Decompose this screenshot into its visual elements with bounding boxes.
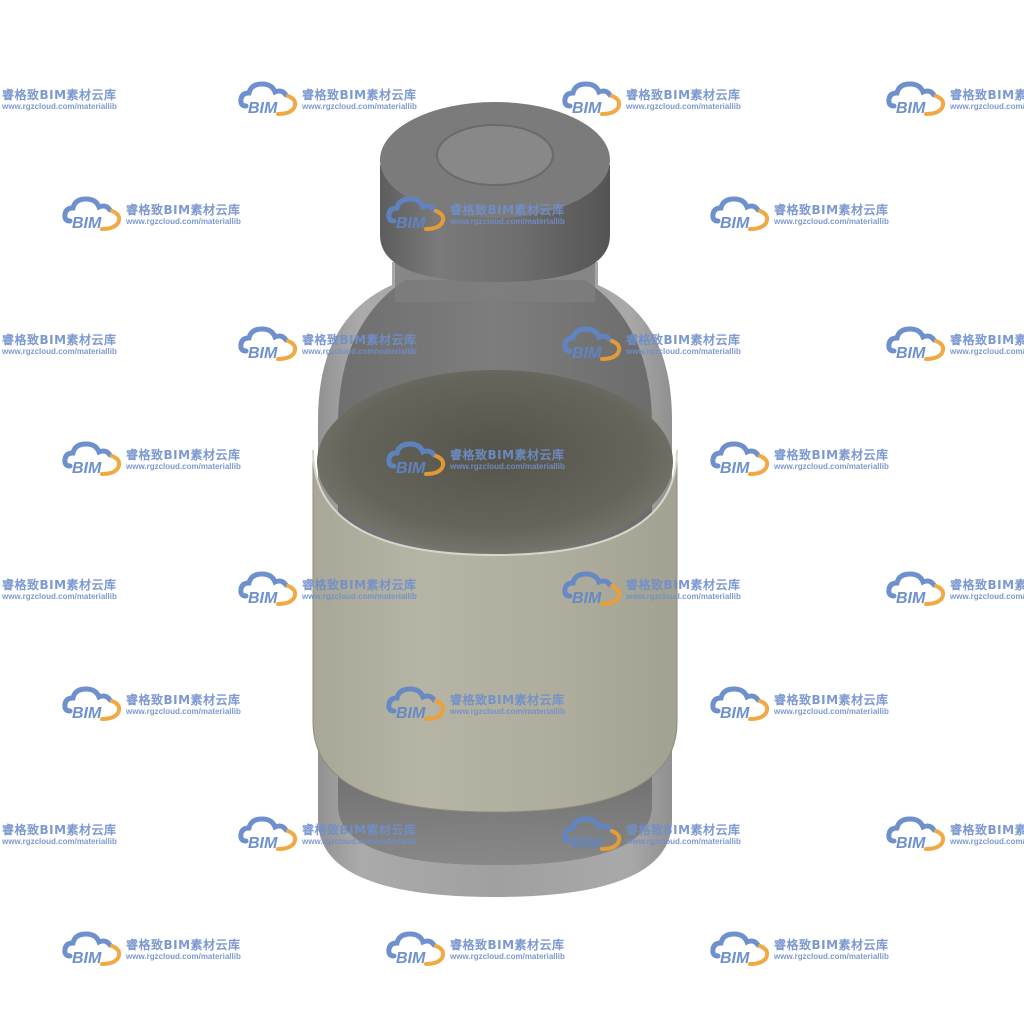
vial-cap-inset <box>436 124 554 186</box>
liquid-surface <box>317 370 673 554</box>
label-top-rim <box>312 449 678 557</box>
